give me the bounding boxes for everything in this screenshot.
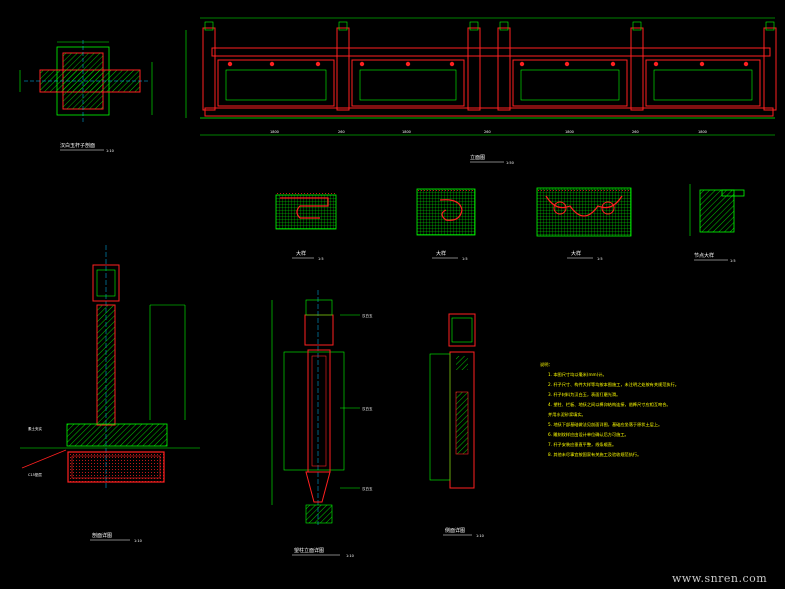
- notes-heading: 说明：: [540, 361, 553, 368]
- note-item: 7. 杆子安装应垂直平整，线条顺直。: [548, 441, 616, 448]
- post-elevation-drawing: 汉白玉 汉白玉 汉白玉 望柱立面详图 1:10: [271, 290, 373, 558]
- detail-b-scale: 1:5: [462, 257, 468, 261]
- note-item: 3. 杆子材料为汉白玉，表面打磨光滑。: [548, 391, 620, 398]
- dim-bay-4: 1800: [698, 130, 707, 134]
- dim-gap-1: 260: [338, 130, 345, 134]
- detail-b-drawing: 大样 1:5: [416, 188, 476, 261]
- post-elevation-scale: 1:10: [346, 554, 354, 558]
- note-item: 并用水泥砂浆填实。: [548, 411, 586, 418]
- note-item: 5. 地扷下部基础做法见剖面详图，基础应坐落于原状土层上。: [548, 421, 662, 428]
- dim-bay-2: 1800: [402, 130, 411, 134]
- detail-c-drawing: 大样 1:5: [536, 187, 632, 261]
- cross-section-drawing: 汉白玉杆子剖面 1:10: [19, 40, 153, 153]
- dim-gap-3: 260: [632, 130, 639, 134]
- dim-bay-3: 1800: [565, 130, 574, 134]
- detail-d-scale: 1:5: [730, 259, 736, 263]
- note-item: 4. 望柱、栏板、地扷之间以榫卯结构连接，凿榫尺寸应相互吻合。: [548, 401, 671, 408]
- post-side-scale: 1:10: [476, 534, 484, 538]
- post-side-title: 侧面详图: [445, 527, 465, 534]
- callout-left-base-2: C15垫层: [28, 472, 42, 477]
- note-item: 2. 杆子尺寸、构件大样等均按本图施工，未注明之处按有关规范执行。: [548, 381, 679, 388]
- elevation-title: 立面图: [470, 154, 485, 161]
- post-elevation-title: 望柱立面详图: [294, 547, 324, 554]
- elevation-scale: 1:50: [506, 161, 514, 165]
- note-item: 1. 本图尺寸均以毫米(mm)计。: [548, 371, 607, 378]
- post-section-title: 剖面详图: [92, 532, 112, 539]
- callout-left-base: 素土夹实: [28, 426, 42, 431]
- note-item: 8. 其他未尽事宜按国家有关施工及验收规范执行。: [548, 451, 641, 458]
- post-section-scale: 1:10: [134, 539, 142, 543]
- cross-section-scale: 1:10: [106, 149, 114, 153]
- post-section-drawing: 素土夹实 C15垫层 剖面详图 1:10: [20, 245, 200, 543]
- post-side-drawing: 侧面详图 1:10: [429, 313, 484, 538]
- callout-right-3: 汉白玉: [362, 486, 373, 491]
- detail-d-drawing: 节点大样 1:5: [689, 184, 745, 263]
- site-watermark: www.snren.com: [672, 572, 767, 585]
- note-item: 6. 雕刻纹样应由设计单位确认后方可施工。: [548, 431, 629, 438]
- detail-b-title: 大样: [436, 250, 446, 257]
- dim-gap-2: 260: [484, 130, 491, 134]
- detail-c-title: 大样: [571, 250, 581, 257]
- detail-a-title: 大样: [296, 250, 306, 257]
- design-notes: 说明： 1. 本图尺寸均以毫米(mm)计。 2. 杆子尺寸、构件大样等均按本图施…: [540, 361, 679, 458]
- detail-c-scale: 1:5: [597, 257, 603, 261]
- detail-a-scale: 1:5: [318, 257, 324, 261]
- dim-bay-1: 1800: [270, 130, 279, 134]
- detail-d-title: 节点大样: [694, 252, 714, 259]
- callout-right-1: 汉白玉: [362, 313, 373, 318]
- callout-right-2: 汉白玉: [362, 406, 373, 411]
- balustrade-elevation-drawing: 1800 1800 1800 1800 260 260 260 立面图 1:50: [185, 17, 777, 165]
- detail-a-drawing: 大样 1:5: [275, 192, 337, 261]
- cross-section-title: 汉白玉杆子剖面: [60, 142, 95, 149]
